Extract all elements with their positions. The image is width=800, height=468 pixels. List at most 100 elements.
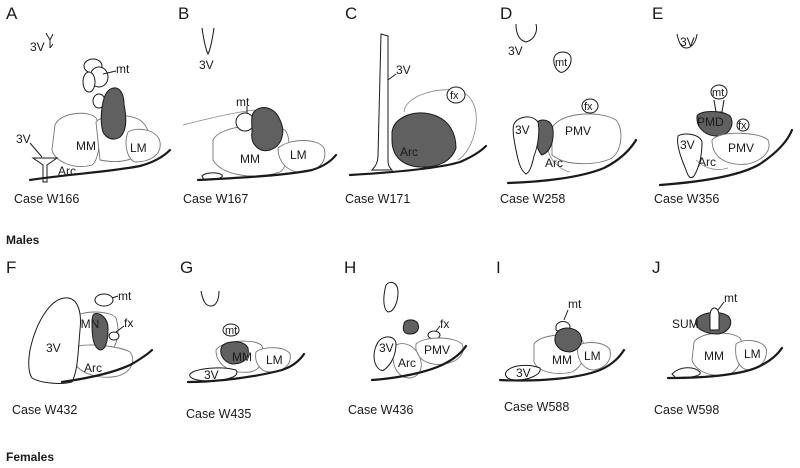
third-ventricle xyxy=(189,367,238,382)
brain-floor xyxy=(186,352,306,384)
panel-e: E 3V mt PMD fx 3V PMV Arc Case W356 xyxy=(652,4,794,206)
lesion xyxy=(100,87,127,140)
label-leader xyxy=(115,325,125,333)
label-3v: 3V xyxy=(199,58,214,72)
nucleus-lm xyxy=(577,342,611,371)
label-3v: 3V xyxy=(46,341,61,355)
label-lm: LM xyxy=(130,141,147,155)
group-label-females: Females xyxy=(6,450,54,464)
panel-letter: E xyxy=(652,4,663,23)
panel-letter: I xyxy=(496,258,501,277)
label-mt: mt xyxy=(236,95,250,109)
label-3v: 3V xyxy=(30,40,45,54)
label-arc: Arc xyxy=(545,156,563,170)
nucleus-lm xyxy=(735,340,767,371)
fornix-outline xyxy=(736,118,750,132)
label-lm: LM xyxy=(744,347,761,361)
fornix-outline xyxy=(446,86,466,104)
third-ventricle-tip xyxy=(45,32,54,49)
label-lm: LM xyxy=(584,349,601,363)
third-ventricle xyxy=(505,364,541,381)
nucleus-arc xyxy=(392,343,422,379)
label-leader xyxy=(717,301,725,311)
panel-letter: C xyxy=(345,4,357,23)
brain-floor xyxy=(498,348,626,382)
third-ventricle xyxy=(31,157,59,183)
label-leader xyxy=(563,309,569,321)
panel-j: J mt SUM MM LM Case W598 xyxy=(652,258,784,417)
nucleus-pmv xyxy=(551,113,622,165)
label-arc: Arc xyxy=(698,155,716,169)
boundary-line xyxy=(695,159,729,170)
label-3v: 3V xyxy=(204,368,219,382)
case-label: Case W258 xyxy=(500,192,565,206)
label-arc: Arc xyxy=(400,145,418,159)
label-fx: fx xyxy=(124,316,133,330)
label-pmv: PMV xyxy=(424,343,450,357)
boundary-line xyxy=(547,149,571,173)
label-pmv: PMV xyxy=(728,141,754,155)
third-ventricle-tip xyxy=(515,23,537,43)
brain-floor xyxy=(370,344,468,382)
label-leader xyxy=(435,325,441,332)
nucleus-pmv xyxy=(415,337,464,365)
mt-outline xyxy=(709,307,720,331)
label-fx: fx xyxy=(738,120,747,132)
mt-outline xyxy=(82,71,96,93)
lesion xyxy=(391,112,457,168)
mt-tract xyxy=(713,99,725,113)
lesion xyxy=(554,327,583,353)
boundary-line xyxy=(403,89,477,161)
case-label: Case W432 xyxy=(12,403,77,417)
case-label: Case W598 xyxy=(654,403,719,417)
panel-c: C 3V fx Arc Case W171 xyxy=(345,4,488,206)
label-3v: 3V xyxy=(516,366,531,380)
label-fx: fx xyxy=(440,317,449,331)
panel-f: F mt DMN fx 3V Arc Case W432 xyxy=(6,258,154,417)
label-3v: 3V xyxy=(508,44,523,58)
label-fx: fx xyxy=(450,90,459,102)
third-ventricle xyxy=(373,336,397,371)
label-arc: Arc xyxy=(84,361,102,375)
label-sum: SUM xyxy=(672,317,699,331)
panel-letter: G xyxy=(180,258,193,277)
brain-floor xyxy=(666,346,784,380)
panel-i: I mt MM LM 3V Case W588 xyxy=(496,258,626,414)
nucleus-arc xyxy=(73,344,134,378)
case-label: Case W436 xyxy=(348,403,413,417)
label-leader xyxy=(102,70,117,75)
third-ventricle-tip xyxy=(676,33,698,49)
third-ventricle-tip xyxy=(200,290,220,307)
label-mm: MM xyxy=(76,139,96,153)
brain-floor xyxy=(658,128,794,187)
panel-a: A 3V mt MM LM 3V Arc Case W166 xyxy=(6,4,172,206)
label-3v: 3V xyxy=(680,35,695,49)
brain-floor xyxy=(506,138,638,185)
panel-letter: F xyxy=(6,258,16,277)
mt-outline xyxy=(710,84,728,100)
panel-g: G mt MM LM 3V Case W435 xyxy=(180,258,306,421)
fornix-outline xyxy=(581,98,599,114)
third-ventricle xyxy=(512,116,540,175)
label-mt: mt xyxy=(116,62,130,76)
panel-b: B 3V mt MM LM Case W167 xyxy=(178,4,338,206)
case-label: Case W166 xyxy=(14,192,79,206)
label-mm: MM xyxy=(232,350,252,364)
case-label: Case W588 xyxy=(504,400,569,414)
label-mt: mt xyxy=(712,87,724,99)
mt-outline xyxy=(94,293,114,307)
label-mt: mt xyxy=(225,325,237,337)
third-ventricle xyxy=(370,33,394,171)
label-3v: 3V xyxy=(16,132,31,146)
label-leader xyxy=(387,73,397,81)
label-leader xyxy=(111,295,119,299)
label-mt: mt xyxy=(724,291,738,305)
label-3v: 3V xyxy=(515,123,530,137)
case-label: Case W435 xyxy=(186,407,251,421)
label-fx: fx xyxy=(584,101,593,113)
label-3v: 3V xyxy=(680,138,695,152)
label-lm: LM xyxy=(290,148,307,162)
lesion xyxy=(696,111,733,137)
third-ventricle xyxy=(677,133,703,179)
panel-letter: J xyxy=(652,258,661,277)
